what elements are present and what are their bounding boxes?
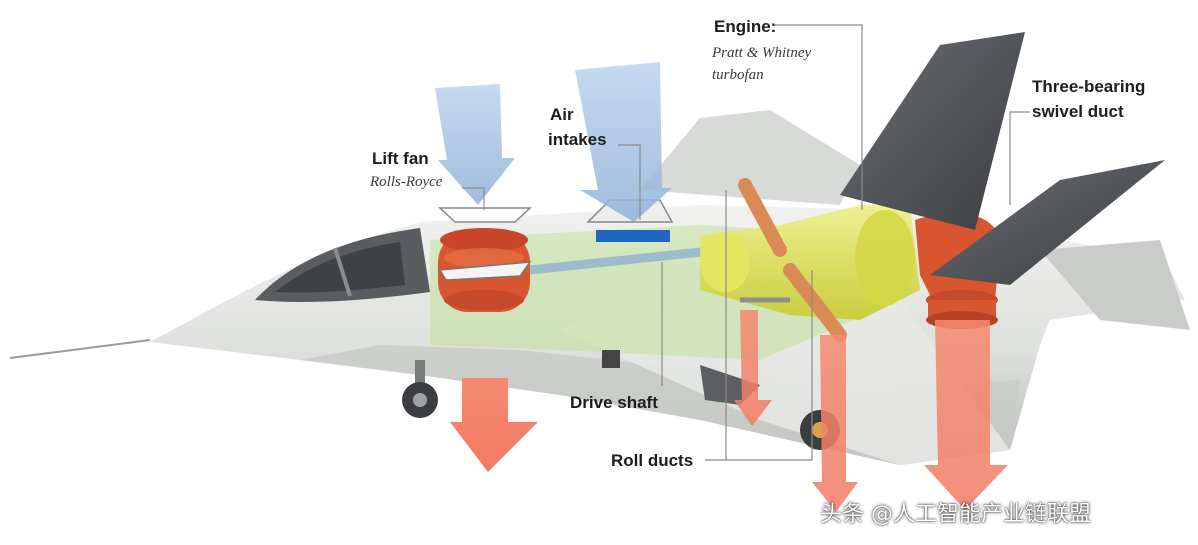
side-vent — [602, 350, 620, 368]
lift-fan-maker-label: Rolls-Royce — [370, 174, 443, 190]
swivel-duct-exhaust-arrow — [924, 320, 1008, 510]
three-bearing-label-line1: Three-bearing — [1032, 77, 1146, 96]
leader-engine — [775, 24, 863, 210]
engine-label: Engine: — [714, 17, 777, 36]
roll-duct-exhaust-arrow-2 — [812, 335, 858, 512]
lift-fan-airflow-arrow — [435, 84, 515, 205]
vertical-tail-lower — [930, 160, 1165, 285]
leader-lift-fan — [462, 187, 485, 210]
leader-roll-ducts — [705, 270, 813, 461]
pitot-probe — [9, 339, 151, 359]
roll-ducts-label: Roll ducts — [611, 451, 694, 470]
canopy-frame — [333, 247, 352, 297]
drive-shaft — [529, 245, 721, 275]
roll-duct-pipes — [738, 178, 847, 342]
lift-fan-icon — [438, 207, 532, 312]
leader-lines — [462, 24, 1030, 461]
vertical-tail-upper — [840, 32, 1025, 230]
engine-icon — [700, 205, 920, 320]
engine-maker-label: Pratt & Whitney — [712, 45, 812, 61]
nose-landing-gear — [402, 360, 438, 418]
watermark: 头条 @人工智能产业链联盟 — [820, 502, 1091, 527]
engine-type-label: turbofan — [712, 67, 764, 83]
horizontal-stabilizer — [1040, 240, 1190, 330]
intake-airflow-arrow — [575, 62, 672, 222]
roll-duct-exhaust-arrow-1 — [734, 310, 772, 426]
leader-air-intakes — [618, 144, 641, 220]
near-wing — [560, 260, 1010, 465]
far-wing — [640, 110, 860, 205]
three-bearing-label-line2: swivel duct — [1032, 102, 1124, 121]
leader-swivel-duct — [1009, 111, 1030, 205]
air-intakes-label-line1: Air — [550, 105, 574, 124]
air-intakes-label-line2: intakes — [548, 130, 607, 149]
drive-shaft-label: Drive shaft — [570, 393, 658, 412]
lift-fan-label: Lift fan — [372, 149, 429, 168]
lift-fan-exhaust-arrow — [450, 378, 538, 472]
